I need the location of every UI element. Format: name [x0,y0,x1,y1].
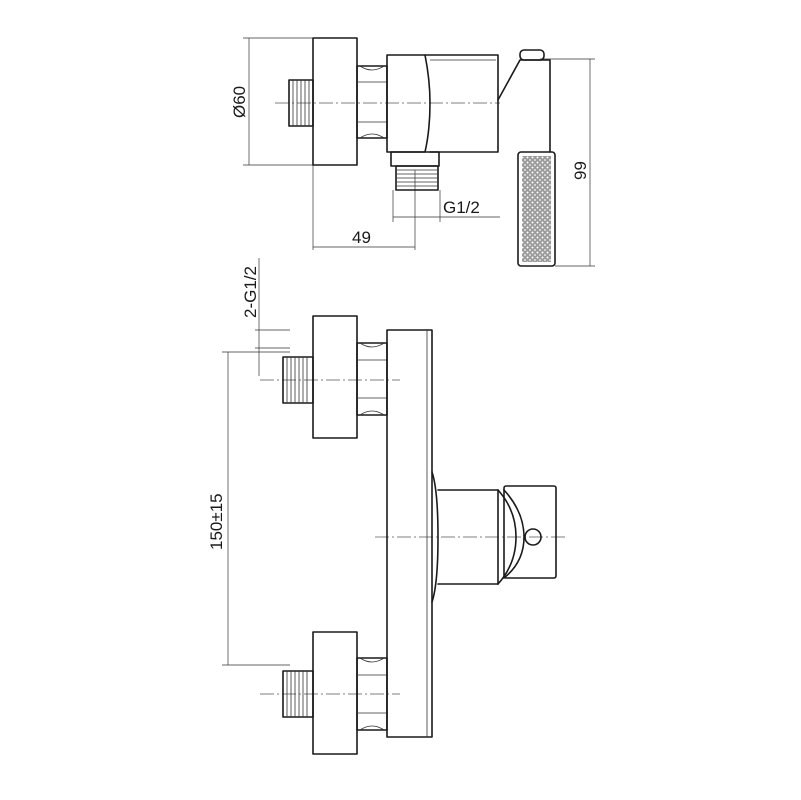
side-wall-flange [312,37,358,166]
height-label: 99 [571,161,590,180]
side-view: Ø60 99 G1/2 49 [230,37,595,267]
depth-label: 49 [352,228,371,247]
side-lever-handle [497,49,556,267]
lower-inlet [282,631,388,755]
side-threaded-nipple [288,79,314,127]
front-view: 2-G1/2 150±15 [207,258,565,755]
center-distance-label: 150±15 [207,493,226,550]
upper-inlet [282,315,388,439]
thread-label: G1/2 [443,198,480,217]
side-valve-body [386,54,431,153]
inlet-thread-label: 2-G1/2 [241,266,260,318]
side-hex-nut [356,65,388,139]
front-handle-cap [503,485,557,579]
side-outlet-thread [390,151,440,191]
diameter-label: Ø60 [230,86,249,118]
front-valve-body [386,329,517,738]
